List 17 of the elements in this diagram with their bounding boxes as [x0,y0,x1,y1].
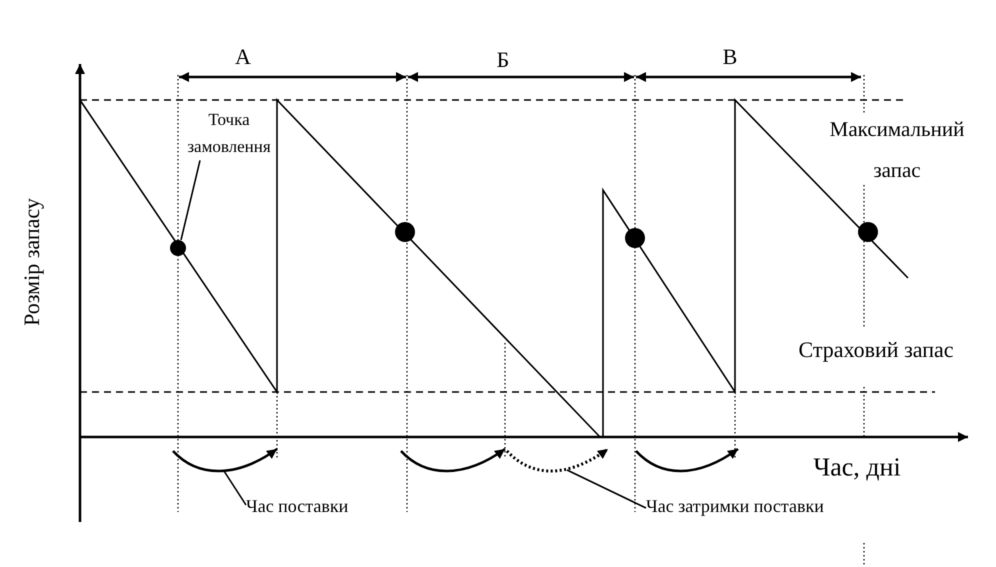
annotation-text: Час поставки [246,496,348,518]
order-point-marker [858,222,878,242]
axis-title: Розмір запасу [18,198,45,326]
axis-title: Час, дні [813,451,901,483]
order-point-marker [170,240,186,256]
safety-stock-label: Страховий запас [798,336,954,364]
leader-line [180,160,201,240]
interval-label: В [722,44,738,70]
interval-label: Б [496,46,510,74]
leader-line [223,470,247,506]
order-point-marker [395,222,415,242]
leader-line [566,469,646,509]
annotation-text: Час затримки поставки [646,496,824,518]
maximum-stock-label: Максимальний запас [828,116,966,184]
order-point-marker [625,228,645,248]
interval-label: А [235,44,251,70]
annotation-text: Точка замовлення [183,106,275,160]
